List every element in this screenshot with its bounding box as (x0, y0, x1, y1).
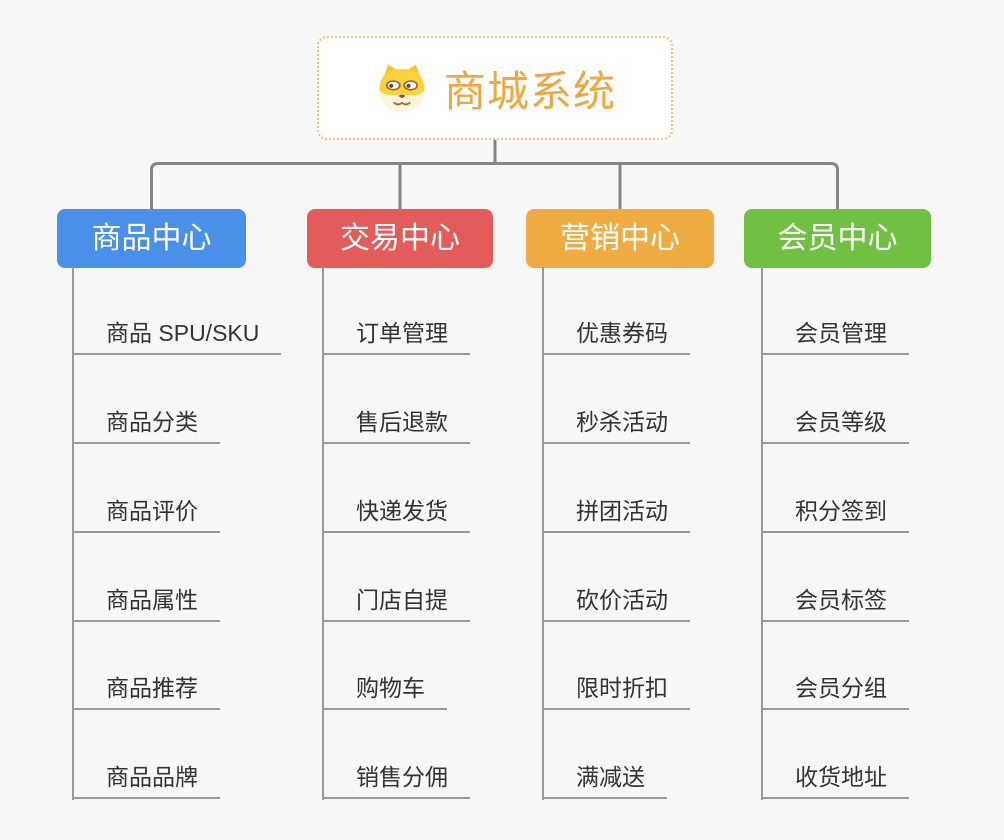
branch-item[interactable]: 售后退款 (322, 407, 470, 444)
branch-item[interactable]: 会员管理 (761, 318, 909, 355)
branch-connector-line (72, 267, 74, 800)
branch-item[interactable]: 门店自提 (322, 585, 470, 622)
branch-item[interactable]: 会员分组 (761, 673, 909, 710)
branch-item[interactable]: 秒杀活动 (542, 407, 690, 444)
branch-item[interactable]: 订单管理 (322, 318, 470, 355)
branch-item[interactable]: 收货地址 (761, 762, 909, 799)
branch-item[interactable]: 销售分佣 (322, 762, 470, 799)
root-node[interactable]: 商城系统 (317, 36, 673, 140)
branch-item[interactable]: 商品属性 (72, 585, 220, 622)
branch-node-marketing-center[interactable]: 营销中心 (526, 209, 714, 268)
dog-face-icon (379, 64, 425, 113)
branch-item[interactable]: 砍价活动 (542, 585, 690, 622)
branch-connector-line (322, 267, 324, 800)
branch-item[interactable]: 快递发货 (322, 496, 470, 533)
branch-connector-line (542, 267, 544, 800)
branch-item[interactable]: 商品品牌 (72, 762, 220, 799)
branch-connector-line (761, 267, 763, 800)
branch-item[interactable]: 拼团活动 (542, 496, 690, 533)
branch-item[interactable]: 购物车 (322, 673, 447, 710)
branch-node-member-center[interactable]: 会员中心 (744, 209, 931, 268)
branch-node-product-center[interactable]: 商品中心 (57, 209, 246, 268)
branch-item[interactable]: 商品 SPU/SKU (72, 318, 282, 355)
branch-item[interactable]: 会员等级 (761, 407, 909, 444)
branch-item[interactable]: 商品评价 (72, 496, 220, 533)
branch-item[interactable]: 商品分类 (72, 407, 220, 444)
branch-node-trade-center[interactable]: 交易中心 (307, 209, 493, 268)
branch-item[interactable]: 商品推荐 (72, 673, 220, 710)
branch-item[interactable]: 会员标签 (761, 585, 909, 622)
branch-item[interactable]: 满减送 (542, 762, 667, 799)
branch-item[interactable]: 优惠券码 (542, 318, 690, 355)
branch-item[interactable]: 积分签到 (761, 496, 909, 533)
branch-item[interactable]: 限时折扣 (542, 673, 690, 710)
root-title: 商城系统 (443, 67, 616, 115)
connector-bracket (150, 162, 839, 209)
